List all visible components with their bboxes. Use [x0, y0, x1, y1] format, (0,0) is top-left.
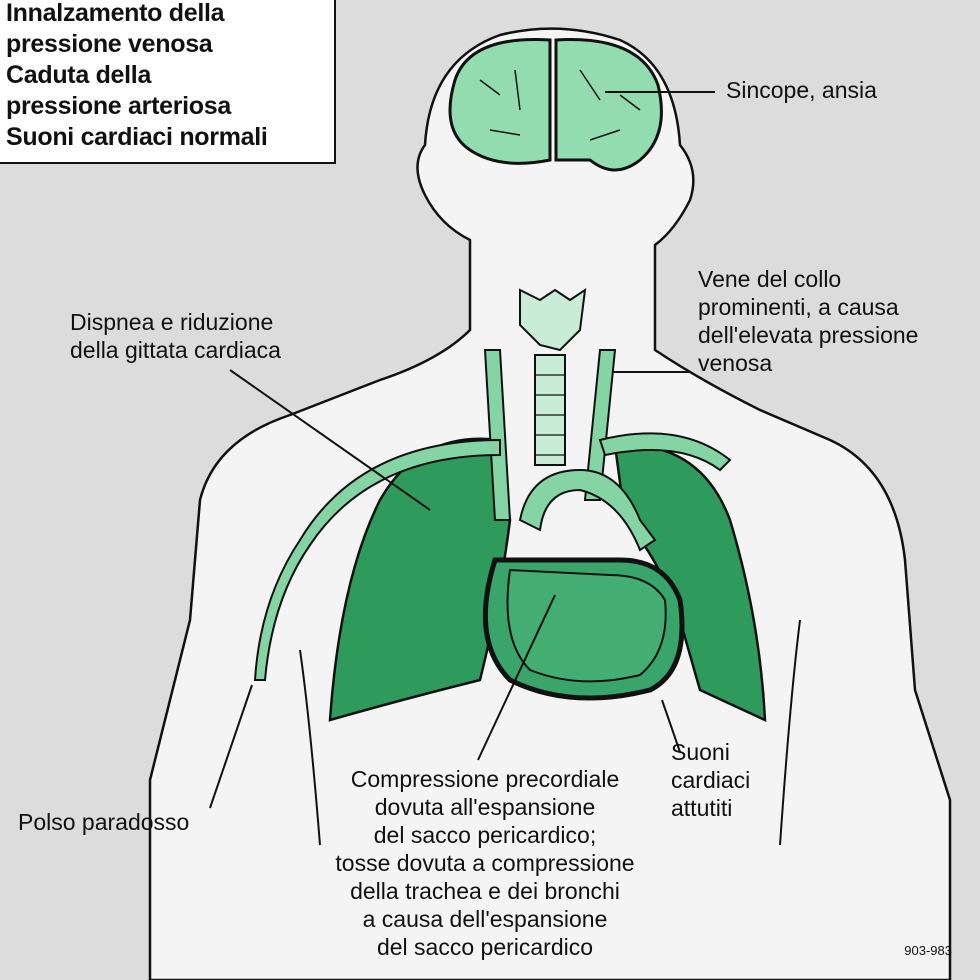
leader-pulse: [210, 685, 252, 808]
label-line: dovuta all'espansione: [280, 793, 690, 821]
label-line: Polso paradosso: [18, 808, 189, 836]
label-line: dell'elevata pressione: [698, 321, 918, 349]
compression-label: Compressione precordiale dovuta all'espa…: [280, 765, 690, 961]
label-line: del sacco pericardico: [280, 933, 690, 961]
label-line: Compressione precordiale: [280, 765, 690, 793]
label-line: prominenti, a causa: [698, 293, 918, 321]
figure-code: 903-983: [904, 943, 952, 958]
label-line: del sacco pericardico;: [280, 821, 690, 849]
label-line: tosse dovuta a compressione: [280, 849, 690, 877]
label-line: Sincope, ansia: [726, 76, 877, 104]
label-line: Suoni: [671, 738, 750, 766]
label-line: della trachea e dei bronchi: [280, 877, 690, 905]
label-line: Dispnea e riduzione: [70, 308, 281, 336]
leader-dyspnea: [230, 370, 430, 510]
neck-veins-label: Vene del collo prominenti, a causa dell'…: [698, 265, 918, 377]
label-line: della gittata cardiaca: [70, 336, 281, 364]
brain-label: Sincope, ansia: [726, 76, 877, 104]
label-line: venosa: [698, 349, 918, 377]
label-line: a causa dell'espansione: [280, 905, 690, 933]
dyspnea-label: Dispnea e riduzione della gittata cardia…: [70, 308, 281, 364]
leader-compression: [478, 595, 555, 760]
paradoxical-pulse-label: Polso paradosso: [18, 808, 189, 836]
label-line: Vene del collo: [698, 265, 918, 293]
